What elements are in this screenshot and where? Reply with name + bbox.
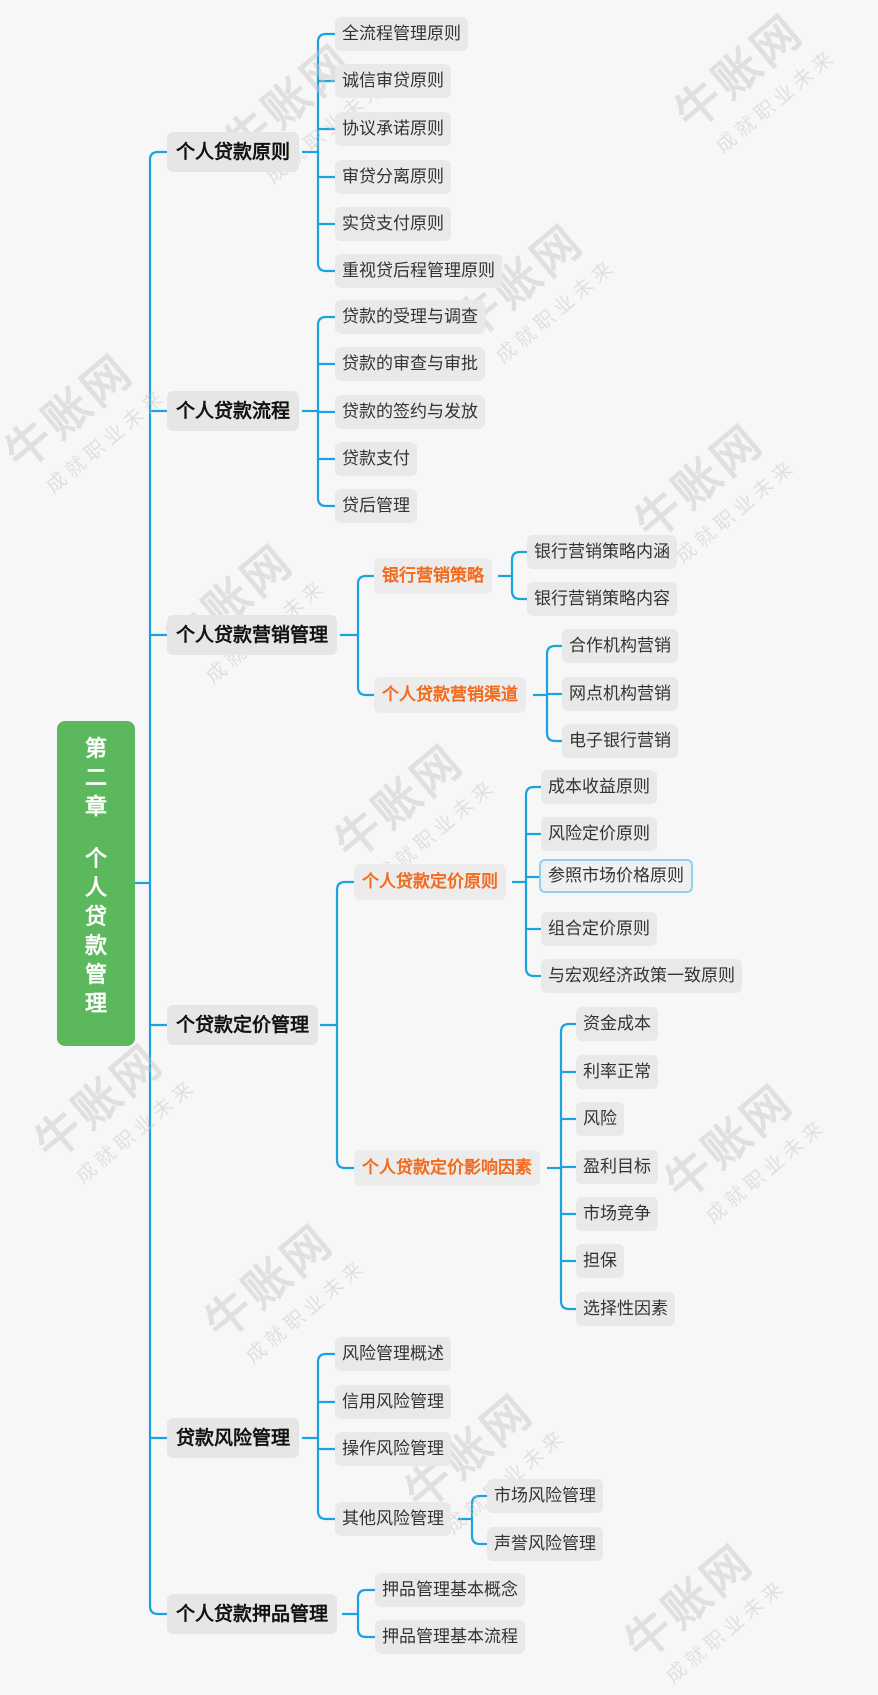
connector	[470, 1494, 487, 1519]
subtopic-pricing-principles[interactable]: 个人贷款定价原则	[354, 864, 506, 900]
root-chapter: 第二章	[84, 737, 107, 820]
connector	[545, 695, 562, 743]
connector	[148, 150, 167, 883]
subtopic-other-risk[interactable]: 其他风险管理	[335, 1502, 451, 1536]
connector	[148, 883, 167, 1616]
connector	[335, 1025, 354, 1170]
leaf[interactable]: 利率正常	[576, 1055, 658, 1089]
connector	[316, 32, 335, 152]
leaf[interactable]: 协议承诺原则	[335, 112, 451, 146]
connector	[559, 1168, 576, 1311]
connector-lines	[135, 32, 576, 1639]
leaf[interactable]: 盈利目标	[576, 1150, 658, 1184]
leaf[interactable]: 合作机构营销	[562, 629, 678, 663]
leaf[interactable]: 银行营销策略内涵	[527, 535, 677, 569]
leaf[interactable]: 贷后管理	[335, 489, 417, 523]
connector	[356, 635, 374, 697]
root-title: 个人贷款管理	[84, 847, 107, 1017]
subtopic-bank-strategy[interactable]: 银行营销策略	[374, 558, 492, 594]
leaf[interactable]: 风险定价原则	[541, 817, 657, 851]
leaf[interactable]: 风险	[576, 1102, 624, 1136]
leaf[interactable]: 市场竞争	[576, 1197, 658, 1231]
connector	[316, 1438, 335, 1521]
subtopic-pricing-factors[interactable]: 个人贷款定价影响因素	[354, 1150, 540, 1186]
leaf[interactable]: 与宏观经济政策一致原则	[541, 959, 742, 993]
connector	[559, 1022, 576, 1168]
leaf[interactable]: 市场风险管理	[487, 1479, 603, 1513]
connector	[510, 576, 527, 601]
leaf-selected[interactable]: 参照市场价格原则	[539, 859, 693, 893]
connector	[316, 152, 335, 273]
leaf[interactable]: 重视贷后程管理原则	[335, 254, 502, 288]
connector	[545, 644, 562, 695]
leaf[interactable]: 实贷支付原则	[335, 207, 451, 241]
leaf[interactable]: 电子银行营销	[562, 724, 678, 758]
leaf[interactable]: 成本收益原则	[541, 770, 657, 804]
leaf[interactable]: 诚信审贷原则	[335, 64, 451, 98]
connector	[510, 550, 527, 576]
leaf[interactable]: 银行营销策略内容	[527, 582, 677, 616]
branch-pricing[interactable]: 个贷款定价管理	[167, 1005, 319, 1045]
connector	[524, 785, 541, 882]
leaf[interactable]: 全流程管理原则	[335, 17, 468, 51]
leaf[interactable]: 操作风险管理	[335, 1432, 451, 1466]
leaf[interactable]: 资金成本	[576, 1007, 658, 1041]
subtopic-marketing-channels[interactable]: 个人贷款营销渠道	[374, 677, 526, 713]
leaf[interactable]: 组合定价原则	[541, 912, 657, 946]
leaf[interactable]: 网点机构营销	[562, 677, 678, 711]
leaf[interactable]: 押品管理基本概念	[375, 1573, 525, 1607]
leaf[interactable]: 贷款的审查与审批	[335, 347, 485, 381]
leaf[interactable]: 信用风险管理	[335, 1385, 451, 1419]
connector	[356, 574, 374, 635]
branch-marketing[interactable]: 个人贷款营销管理	[167, 615, 338, 655]
connector	[524, 882, 541, 978]
leaf[interactable]: 押品管理基本流程	[375, 1620, 525, 1654]
leaf[interactable]: 贷款支付	[335, 442, 417, 476]
connector	[356, 1614, 375, 1639]
branch-loan-principles[interactable]: 个人贷款原则	[167, 132, 300, 172]
connector	[316, 1352, 335, 1438]
leaf[interactable]: 风险管理概述	[335, 1337, 451, 1371]
branch-risk-management[interactable]: 贷款风险管理	[167, 1418, 300, 1458]
connector	[356, 1588, 375, 1614]
root-topic[interactable]: 第二章 个人贷款管理	[57, 721, 135, 1046]
connector	[335, 880, 354, 1025]
connector	[470, 1519, 487, 1546]
connector	[316, 315, 335, 411]
connector	[316, 411, 335, 508]
leaf[interactable]: 担保	[576, 1244, 624, 1278]
branch-collateral-management[interactable]: 个人贷款押品管理	[167, 1594, 338, 1634]
leaf[interactable]: 选择性因素	[576, 1292, 675, 1326]
leaf[interactable]: 贷款的受理与调查	[335, 300, 485, 334]
leaf[interactable]: 声誉风险管理	[487, 1527, 603, 1561]
branch-loan-process[interactable]: 个人贷款流程	[167, 391, 300, 431]
leaf[interactable]: 贷款的签约与发放	[335, 395, 485, 429]
leaf[interactable]: 审贷分离原则	[335, 160, 451, 194]
